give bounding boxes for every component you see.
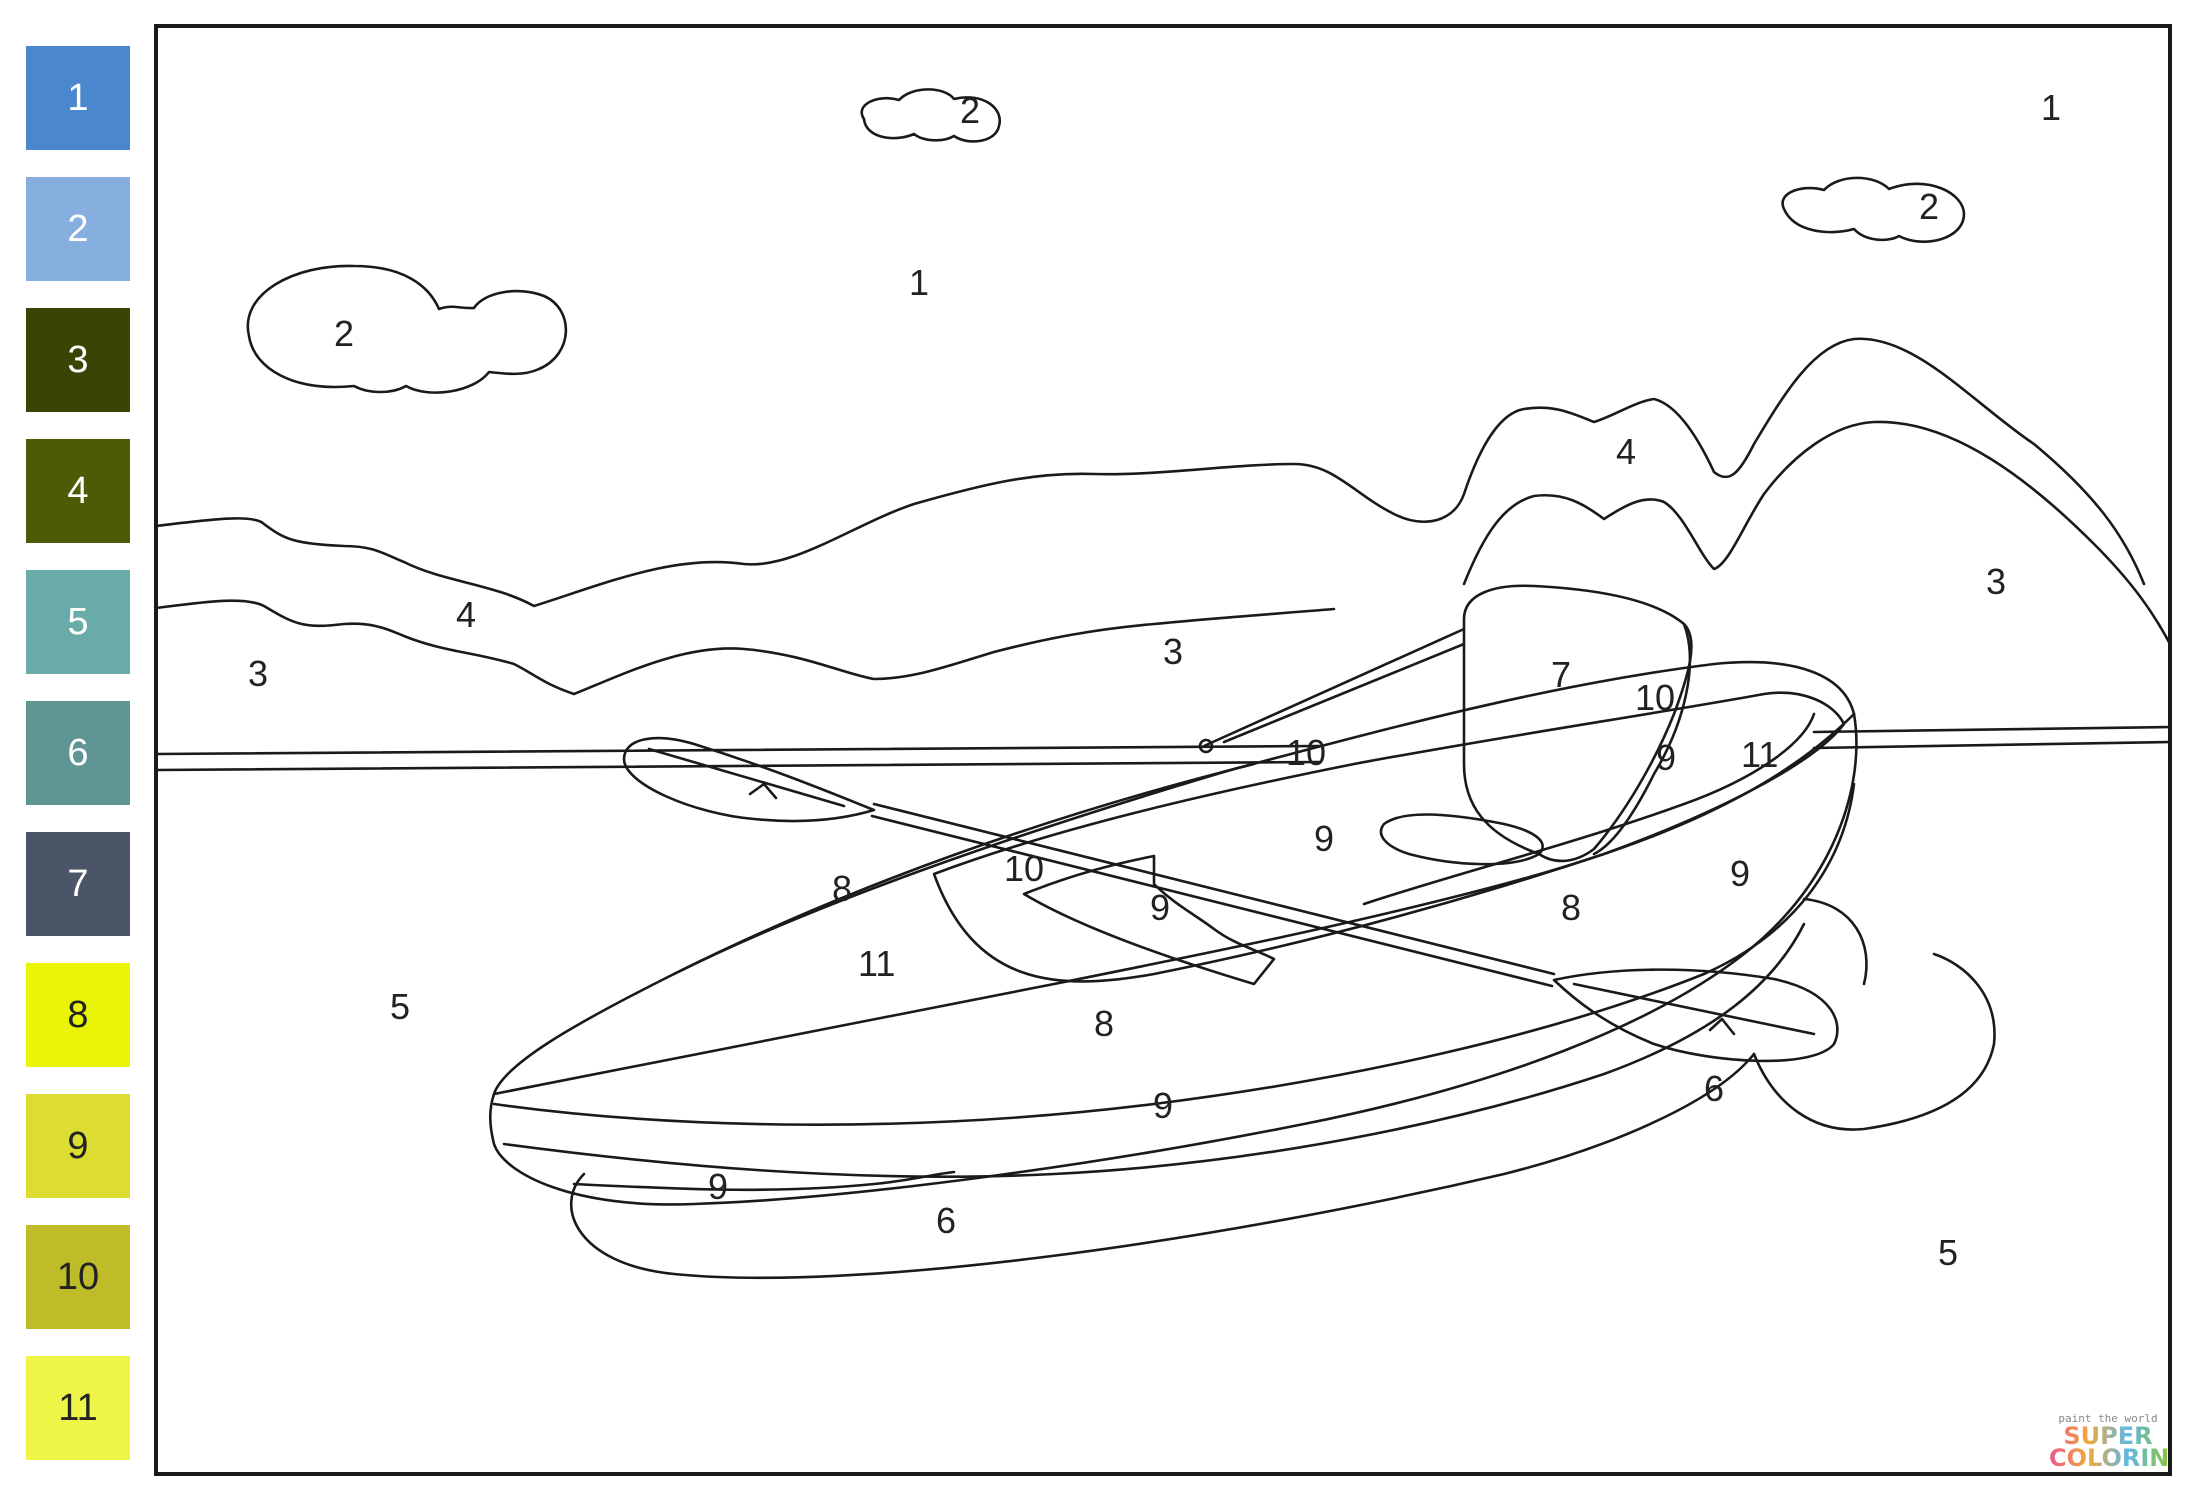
horizon-line-right-bottom [1812, 740, 2172, 750]
seat-cushion [1379, 813, 1544, 866]
color-palette: 1 2 3 4 5 6 7 8 9 10 11 [26, 46, 130, 1487]
seat-back [1462, 584, 1693, 863]
paddle-blade-left-rib [647, 747, 846, 808]
label-10: 10 [1286, 732, 1326, 773]
label-5: 5 [1938, 1232, 1958, 1273]
seat-side [1592, 622, 1692, 856]
reflection-left [569, 1052, 1756, 1280]
label-9: 9 [1314, 818, 1334, 859]
swatch-number: 1 [67, 76, 89, 119]
cloud-right [1781, 176, 1966, 244]
reflection-right-edge [1802, 897, 1868, 986]
canvas-frame [154, 24, 2172, 1476]
cockpit-inner [1362, 712, 1816, 906]
swatch-number: 11 [58, 1386, 98, 1429]
paddle-blade-left [622, 736, 876, 823]
swatch-1[interactable]: 1 [26, 46, 130, 150]
swatch-4[interactable]: 4 [26, 439, 130, 543]
hull-stripe-bottom [572, 1170, 956, 1192]
label-10: 10 [1004, 848, 1044, 889]
seat-strap [1202, 627, 1466, 748]
watermark-tagline: paint the world [2058, 1412, 2158, 1425]
swatch-5[interactable]: 5 [26, 570, 130, 674]
swatch-number: 8 [67, 993, 89, 1036]
label-9: 9 [1656, 737, 1676, 778]
swatch-8[interactable]: 8 [26, 963, 130, 1067]
swatch-9[interactable]: 9 [26, 1094, 130, 1198]
label-3: 3 [1163, 631, 1183, 672]
label-9: 9 [1153, 1085, 1173, 1126]
label-1: 1 [909, 262, 929, 303]
hull-stripe-lower [502, 922, 1806, 1178]
hull-top-line [672, 762, 1256, 976]
label-2: 2 [960, 90, 980, 131]
watermark-brand-2: COLORING [2049, 1444, 2190, 1472]
reflection-right [1752, 952, 1996, 1131]
label-3: 3 [248, 653, 268, 694]
swatch-10[interactable]: 10 [26, 1225, 130, 1329]
label-4: 4 [1616, 431, 1636, 472]
hills-back [154, 337, 2146, 608]
label-6: 6 [936, 1200, 956, 1241]
horizon-line-top [154, 744, 1322, 756]
label-8: 8 [1561, 887, 1581, 928]
label-8: 8 [1094, 1003, 1114, 1044]
label-5: 5 [390, 986, 410, 1027]
paddle-shaft-bottom [870, 814, 1554, 988]
cloud-small [860, 88, 1002, 143]
label-11: 11 [858, 943, 895, 984]
swatch-number: 6 [67, 731, 89, 774]
kayak-hull [488, 660, 1858, 1206]
hill-right-inner [1462, 420, 2172, 646]
swatch-number: 9 [67, 1124, 89, 1167]
label-10: 10 [1635, 677, 1675, 718]
paddle-blade-right-rib [1572, 982, 1816, 1036]
label-7: 7 [1551, 654, 1571, 695]
hull-stripe-mid [492, 782, 1856, 1126]
watermark-logo: paint the world SUPER COLORING [2049, 1412, 2190, 1472]
paddle-blade-right-mark [1708, 1017, 1736, 1036]
label-3: 3 [1986, 561, 2006, 602]
deck-cutout [1022, 854, 1276, 986]
cockpit-rim [932, 691, 1846, 983]
swatch-number: 5 [67, 600, 89, 643]
label-2: 2 [1919, 186, 1939, 227]
kayak-line-art: 1 1 2 2 2 4 4 3 3 3 7 10 9 11 10 9 10 9 … [154, 24, 2172, 1476]
paddle-shaft-top [872, 802, 1556, 976]
swatch-number: 10 [56, 1255, 100, 1298]
swatch-number: 4 [67, 469, 89, 512]
swatch-number: 7 [67, 862, 89, 905]
swatch-2[interactable]: 2 [26, 177, 130, 281]
label-1: 1 [2041, 87, 2061, 128]
label-9: 9 [1150, 887, 1170, 928]
paddle-blade-right [1552, 968, 1839, 1063]
coloring-canvas[interactable]: 1 1 2 2 2 4 4 3 3 3 7 10 9 11 10 9 10 9 … [154, 24, 2172, 1476]
label-9: 9 [1730, 853, 1750, 894]
label-11: 11 [1741, 734, 1778, 775]
swatch-11[interactable]: 11 [26, 1356, 130, 1460]
swatch-7[interactable]: 7 [26, 832, 130, 936]
paddle-blade-left-mark [748, 782, 778, 800]
swatch-3[interactable]: 3 [26, 308, 130, 412]
label-4: 4 [456, 594, 476, 635]
swatch-number: 2 [67, 207, 89, 250]
label-2: 2 [334, 313, 354, 354]
cloud-left [246, 264, 568, 394]
swatch-number: 3 [67, 338, 89, 381]
label-9: 9 [708, 1166, 728, 1207]
label-8: 8 [832, 868, 852, 909]
watermark-brand-1: SUPER [2049, 1424, 2167, 1448]
swatch-6[interactable]: 6 [26, 701, 130, 805]
label-6: 6 [1704, 1068, 1724, 1109]
hills-left-band [154, 599, 1336, 696]
horizon-line-right-top [1812, 725, 2172, 734]
horizon-line-bottom [154, 760, 1322, 772]
strap-buckle [1198, 738, 1214, 754]
seat-strap-2 [1222, 642, 1466, 744]
